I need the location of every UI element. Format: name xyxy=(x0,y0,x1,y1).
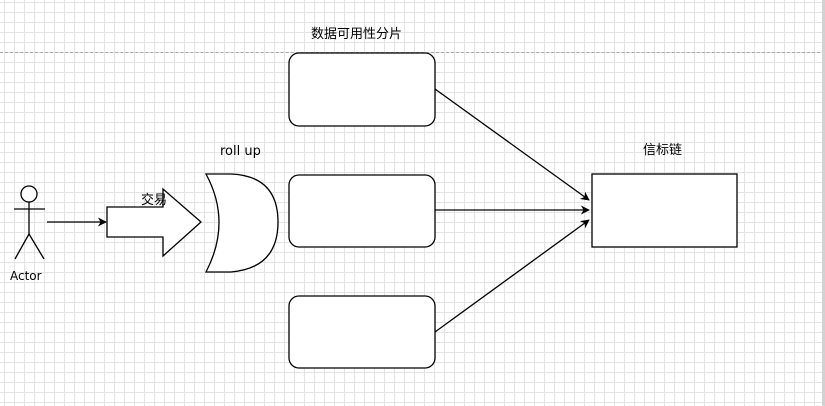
rollup-or-gate-shape[interactable] xyxy=(204,173,279,273)
shards-title: 数据可用性分片 xyxy=(311,27,403,42)
shard3-to-beacon-connector[interactable] xyxy=(434,219,590,333)
transaction-label: 交易 xyxy=(141,193,168,208)
rollup-label: roll up xyxy=(220,144,261,159)
actor-icon[interactable] xyxy=(14,185,45,260)
shard-box-3[interactable] xyxy=(288,295,436,369)
shard-box-1[interactable] xyxy=(288,52,436,127)
beacon-chain-label: 信标链 xyxy=(643,143,683,158)
canvas-edge xyxy=(822,0,825,406)
beacon-chain-box[interactable] xyxy=(591,173,738,248)
shard-box-2[interactable] xyxy=(288,174,436,248)
shard1-to-beacon-connector[interactable] xyxy=(434,88,590,201)
actor-label: Actor xyxy=(10,269,42,283)
transaction-arrow-shape[interactable] xyxy=(106,187,202,258)
